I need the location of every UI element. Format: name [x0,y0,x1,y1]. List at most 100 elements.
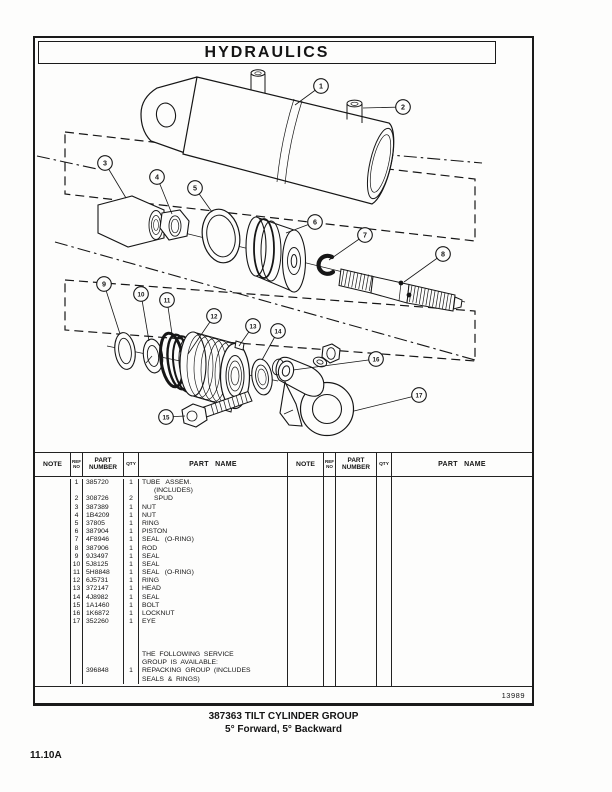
cell-note [35,504,70,512]
cell-part-name: SEAL [138,560,287,570]
cell-ref-no [70,667,82,676]
part-15-bolt [181,390,253,428]
part-7-seal-oring [316,253,336,276]
cell-note [35,594,70,602]
svg-text:15: 15 [163,415,170,422]
cell-ref-no: 10 [70,560,82,570]
cell-part-name: REPACKING GROUP (INCLUDES [138,667,287,676]
cell-part-name: TUBE ASSEM. [138,479,287,488]
cell-note [35,610,70,618]
empty-cell [376,477,391,686]
cell-part-number: 387906 [82,544,123,553]
part-14-seal [251,358,273,396]
cell-qty: 1 [123,569,138,578]
part-4-nut [159,209,190,241]
cell-part-number: 385720 [82,479,123,488]
cell-part-number [82,650,123,660]
cell-part-name [138,634,287,643]
part-17-eye [271,356,355,437]
cell-part-name: SEAL (O-RING) [138,536,287,545]
cell-qty: 1 [123,593,138,602]
col-header-part-name: PART NAME [138,453,287,476]
cell-part-name: PISTON [138,528,287,537]
cell-ref-no [70,659,82,668]
cell-qty [123,650,138,660]
callout-6: 6 [285,214,323,234]
centerline [36,155,98,170]
cell-qty [123,634,138,643]
cell-ref-no [70,634,82,643]
cell-part-name: SEAL [138,552,287,561]
cell-ref-no: 3 [70,503,82,512]
svg-text:12: 12 [211,314,218,321]
col-header-note: NOTE [43,461,62,468]
page-title: HYDRAULICS [38,41,496,64]
empty-cell [323,477,335,686]
cell-part-number: 37805 [82,519,123,529]
cell-ref-no: 16 [70,610,82,619]
cell-ref-no: 8 [70,544,82,553]
cell-part-name: EYE [138,618,287,627]
cell-qty: 1 [123,585,138,594]
cell-qty: 1 [123,560,138,570]
part-1-tube-assembly [140,69,395,205]
cell-qty: 1 [123,503,138,512]
cell-qty [123,642,138,651]
cell-ref-no: 17 [70,618,82,627]
part-2-spud [250,69,363,123]
caption-line-1: 387363 TILT CYLINDER GROUP [208,711,359,722]
cell-part-name: LOCKNUT [138,610,287,619]
cell-part-number [82,634,123,643]
cell-part-name: (INCLUDES) [138,487,287,496]
cell-qty [123,675,138,684]
callout-17: 17 [353,387,427,412]
cell-note [35,536,70,544]
cell-part-number: 5J8125 [82,560,123,570]
cell-qty: 1 [123,511,138,520]
callout-10: 10 [133,286,150,342]
cell-qty: 1 [123,552,138,561]
svg-text:4: 4 [155,173,159,182]
part-8-rod [338,268,463,312]
cell-part-name: SPUD [138,495,287,504]
cell-ref-no [70,650,82,660]
svg-text:8: 8 [441,250,445,259]
svg-text:5: 5 [193,184,197,193]
svg-text:17: 17 [416,393,423,400]
cell-note [35,569,70,577]
svg-text:16: 16 [373,357,380,364]
cell-qty: 1 [123,618,138,627]
table-body-empty [288,477,532,686]
cell-qty: 1 [123,610,138,619]
cell-note [35,602,70,610]
cell-ref-no [70,487,82,496]
cell-ref-no: 4 [70,511,82,520]
part-9-seal [114,332,136,370]
cell-part-number: 387389 [82,503,123,512]
callout-8: 8 [403,246,451,283]
figure-number: 13989 [501,691,525,700]
cell-part-number: 1B4209 [82,511,123,520]
cell-ref-no [70,675,82,684]
cell-qty [123,659,138,668]
callout-16: 16 [292,351,384,371]
cell-part-name: HEAD [138,585,287,594]
cell-qty [123,626,138,635]
part-6-piston [245,216,307,293]
cell-note [35,495,70,503]
cell-part-number: 1K6872 [82,610,123,619]
col-header-qty: QTY [123,453,138,476]
svg-text:2: 2 [401,103,405,112]
cell-part-name [138,626,287,635]
cell-note [35,479,70,487]
figure-caption: 387363 TILT CYLINDER GROUP 5° Forward, 5… [33,711,534,736]
callout-15: 15 [158,409,186,425]
